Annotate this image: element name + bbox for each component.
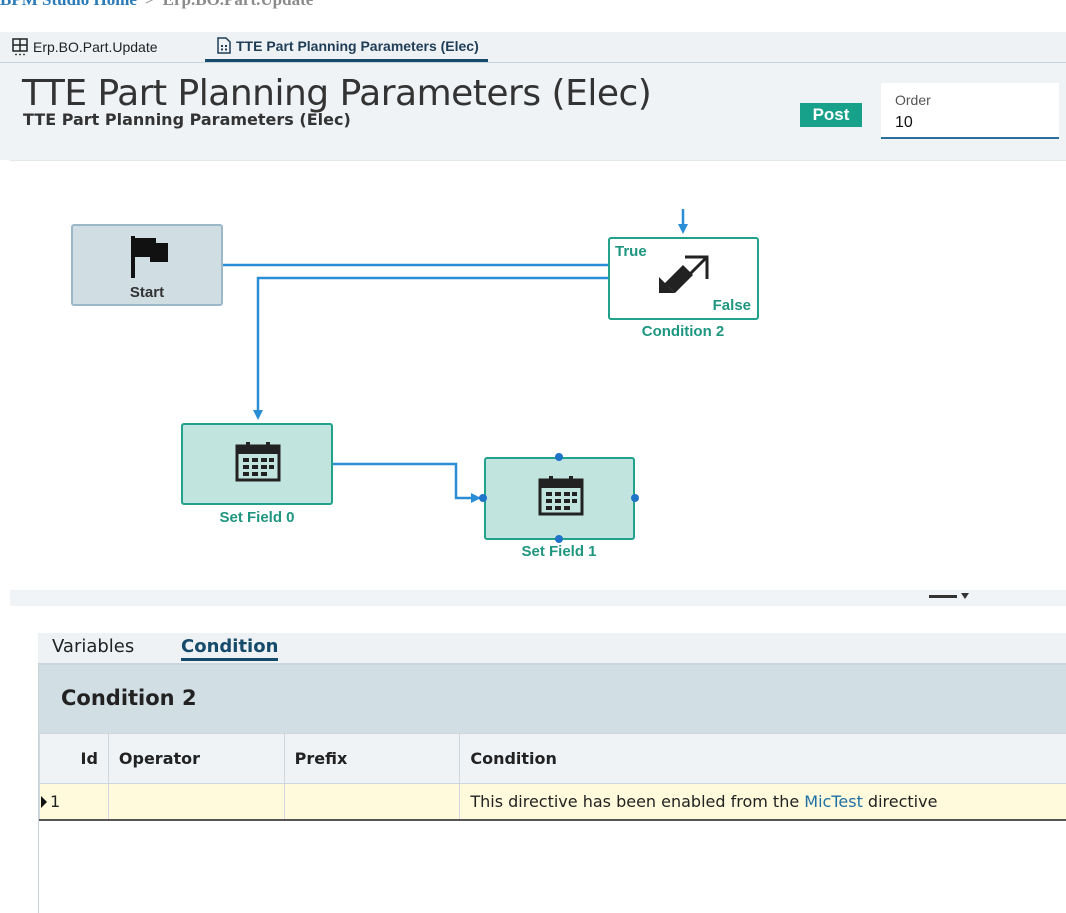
condition-grid: Id Operator Prefix Condition 1 This dire… [39,733,1066,821]
tab-condition[interactable]: Condition [181,636,279,661]
cell-id-value: 1 [50,791,61,811]
splitter-handle[interactable] [929,595,957,598]
set-field-1-port-bottom[interactable] [555,535,563,543]
order-label: Order [895,92,931,108]
set-field-1-node[interactable] [484,457,635,540]
panel-splitter[interactable] [10,590,1066,606]
collapse-arrow-icon[interactable] [961,593,969,599]
column-header-operator[interactable]: Operator [107,733,285,784]
cell-prefix[interactable] [283,783,461,821]
column-header-condition[interactable]: Condition [459,733,1066,784]
connector-set-field-0-to-set-field-1[interactable] [333,462,481,503]
cell-operator[interactable] [107,783,285,821]
condition-text-before: This directive has been enabled from the [470,791,805,811]
cell-condition[interactable]: This directive has been enabled from the… [459,783,1066,821]
row-selector-icon [41,796,47,808]
connector-condition-to-set-field-0[interactable] [253,276,608,420]
page-subtitle: TTE Part Planning Parameters (Elec) [23,110,351,129]
condition-node[interactable]: True False [608,237,759,320]
document-tab-bar: Erp.BO.Part.Update TTE Part Planning Par… [0,32,1066,63]
document-icon [217,37,231,54]
column-header-id[interactable]: Id [39,733,109,784]
tab-label: TTE Part Planning Parameters (Elec) [236,37,479,54]
start-node[interactable]: Start [71,224,223,306]
set-field-0-node[interactable] [181,423,333,505]
page-title: TTE Part Planning Parameters (Elec) [22,73,652,114]
breadcrumb: BPM Studio Home > Erp.BO.Part.Update [0,0,313,10]
breadcrumb-home-link[interactable]: BPM Studio Home [0,0,137,9]
condition-panel: Condition 2 Id Operator Prefix Condition… [38,665,1066,913]
set-field-1-port-top[interactable] [555,453,563,461]
set-field-1-port-right[interactable] [631,494,639,502]
set-field-1-port-left[interactable] [479,494,487,502]
tab-tte-part-planning-parameters[interactable]: TTE Part Planning Parameters (Elec) [205,32,488,62]
grid-icon [12,37,28,55]
condition-text-after: directive [862,791,938,811]
breadcrumb-separator: > [145,0,155,9]
calendar-icon [235,442,281,482]
table-row[interactable]: 1 This directive has been enabled from t… [39,783,1066,821]
condition-true-label: True [615,243,647,260]
start-node-label: Start [129,284,165,301]
column-header-prefix[interactable]: Prefix [283,733,461,784]
calendar-icon [538,476,584,516]
tab-label: Erp.BO.Part.Update [33,38,158,55]
set-field-1-caption: Set Field 1 [521,543,597,560]
tab-variables[interactable]: Variables [52,636,135,657]
breadcrumb-current: Erp.BO.Part.Update [163,0,314,9]
condition-arrows-icon [659,255,709,293]
condition-false-label: False [712,297,751,314]
condition-panel-title: Condition 2 [61,686,197,710]
order-input[interactable] [895,114,1045,132]
set-field-0-caption: Set Field 0 [219,509,295,526]
workflow-canvas[interactable]: Start True False Condition 2 Set Field 0 [10,160,1066,591]
directive-header: TTE Part Planning Parameters (Elec) TTE … [0,63,1066,160]
cell-id[interactable]: 1 [39,783,109,821]
condition-panel-header: Condition 2 [39,665,1066,733]
workflow-connectors [223,209,688,503]
tab-erp-bo-part-update[interactable]: Erp.BO.Part.Update [12,32,158,61]
order-field[interactable]: Order [881,83,1059,139]
flag-icon [131,236,168,278]
post-button[interactable]: Post [800,103,862,127]
directive-link[interactable]: MicTest [804,791,863,811]
properties-tab-bar: Variables Condition [38,633,1066,665]
condition-node-caption: Condition 2 [641,323,725,340]
